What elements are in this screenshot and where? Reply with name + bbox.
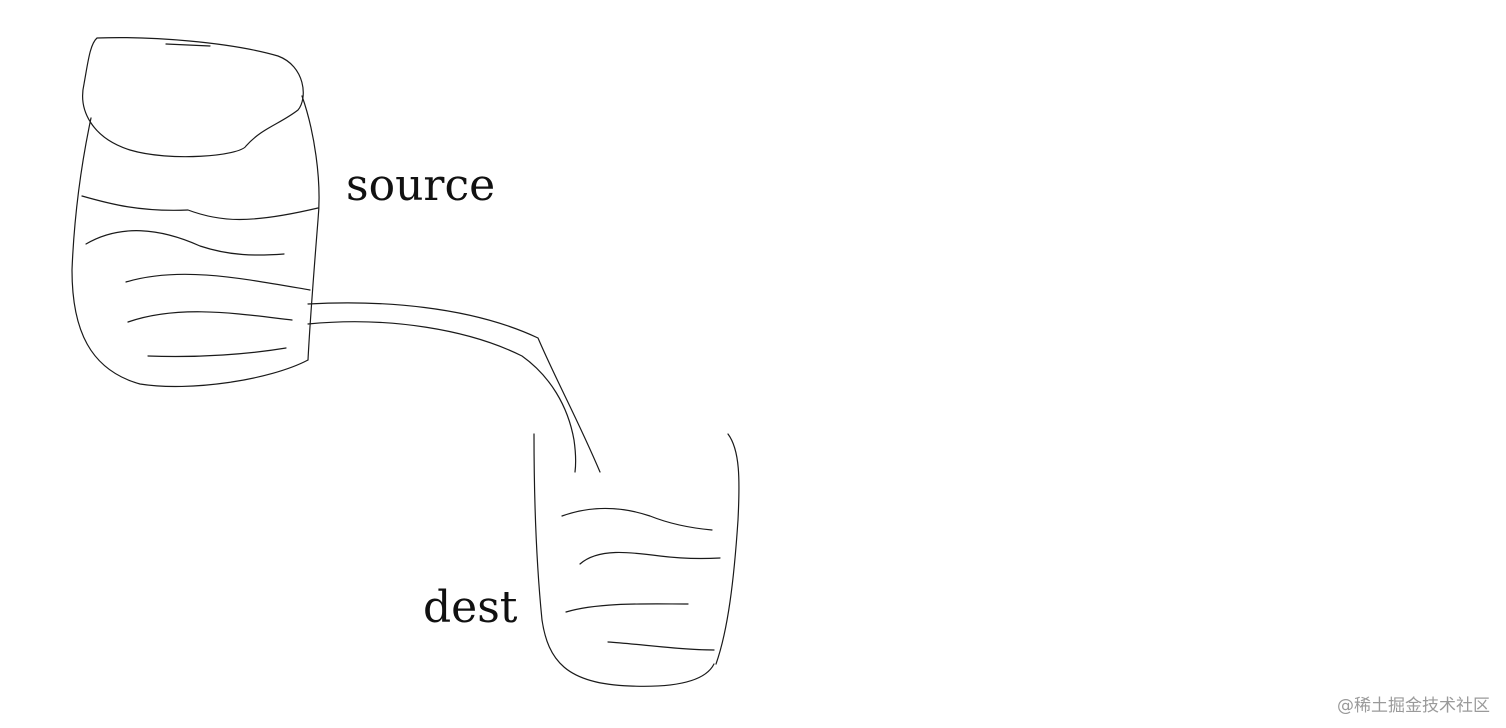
source-left-side [71,117,309,388]
source-right-side [301,95,320,361]
dest-label: dest [423,582,518,633]
dest-water-line-4 [607,641,715,651]
dest-water-line-1 [561,507,713,531]
source-lid [82,37,304,158]
dest-water-line-2 [579,551,721,565]
dest-right-side [715,433,740,665]
dest-container [533,433,740,687]
source-water-line-1 [81,195,319,221]
source-lid-seam [165,43,211,47]
dest-left-side [533,433,715,687]
tube-upper-edge [307,302,601,473]
source-water-line-4 [127,311,293,323]
dest-water-line-3 [565,603,689,613]
siphon-tube [307,302,601,473]
source-water-line-2 [85,230,285,256]
source-container [71,37,320,388]
watermark: @稀土掘金技术社区 [1337,696,1490,716]
tube-lower-edge [307,321,577,473]
source-label: source [346,160,496,211]
source-water-line-5 [147,347,287,358]
source-water-line-3 [125,273,311,291]
